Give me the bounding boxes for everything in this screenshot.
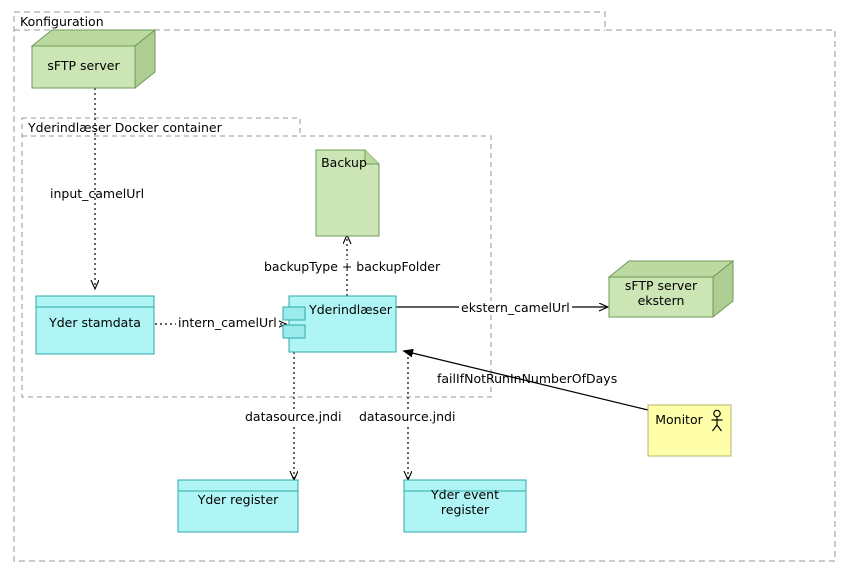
edge-label-input-camelurl: input_camelUrl xyxy=(50,186,145,201)
node-label-yder-register: Yder register xyxy=(197,492,279,507)
frame-konfiguration-outline xyxy=(13,11,836,562)
node-yder-stamdata[interactable] xyxy=(35,295,155,355)
actor-icon-head xyxy=(713,409,721,418)
node-monitor-body xyxy=(647,404,732,457)
actor-icon xyxy=(711,409,723,432)
node-label-sftp-server-ekstern: sFTP server ekstern xyxy=(624,278,698,308)
actor-icon-leg-right xyxy=(716,424,722,432)
node-sftp-server-front-face xyxy=(31,45,136,89)
node-label-monitor: Monitor xyxy=(655,412,703,427)
node-yderindlaeser[interactable] xyxy=(282,295,397,353)
node-yderindlaeser-port-tab-upper xyxy=(282,306,306,321)
node-yder-event-register[interactable] xyxy=(403,479,527,533)
node-yderindlaeser-body xyxy=(288,295,397,353)
node-label-yderindlaeser: Yderindlæser xyxy=(309,302,392,317)
frame-docker-outline xyxy=(21,117,492,398)
node-yder-register-body xyxy=(177,479,299,533)
node-yder-stamdata-body xyxy=(35,295,155,355)
node-label-sftp-server: sFTP server xyxy=(47,58,120,73)
frame-docker xyxy=(21,117,492,398)
edge-failifnotrun-line xyxy=(404,351,649,411)
node-sftp-server-ekstern-front-face xyxy=(608,276,714,318)
node-yderindlaeser-port-tab-lower xyxy=(282,324,306,339)
node-backup-fold-corner xyxy=(364,150,379,165)
edge-label-ekstern-camelurl: ekstern_camelUrl xyxy=(459,300,572,316)
edge-label-datasource-yder-register: datasource.jndi xyxy=(243,409,344,425)
frame-title-konfiguration: Konfiguration xyxy=(20,14,104,29)
node-label-backup: Backup xyxy=(321,155,367,170)
node-backup-body xyxy=(315,149,380,237)
frame-title-docker: Yderindlæser Docker container xyxy=(28,120,222,135)
node-sftp-server[interactable] xyxy=(30,28,157,90)
node-sftp-server-ekstern[interactable] xyxy=(607,259,735,319)
frame-konfiguration xyxy=(13,11,836,562)
edge-label-failifnotrun: failIfNotRunInNumberOfDays xyxy=(437,371,618,386)
node-yder-event-register-body xyxy=(403,479,527,533)
node-backup[interactable] xyxy=(315,149,380,237)
actor-icon-leg-left xyxy=(712,424,718,432)
node-label-yder-stamdata: Yder stamdata xyxy=(49,315,141,330)
node-monitor[interactable] xyxy=(647,404,732,457)
edge-label-datasource-yder-event-register: datasource.jndi xyxy=(357,409,458,425)
node-sftp-server-ekstern-top-face xyxy=(607,260,735,278)
edge-label-backup: backupType + backupFolder xyxy=(262,259,443,275)
edge-label-intern-camelurl: intern_camelUrl xyxy=(176,315,279,331)
edge-failifnotrun xyxy=(404,351,649,411)
node-label-yder-event-register: Yder event register xyxy=(431,487,499,517)
node-sftp-server-top-face xyxy=(30,29,157,47)
node-yder-register[interactable] xyxy=(177,479,299,533)
